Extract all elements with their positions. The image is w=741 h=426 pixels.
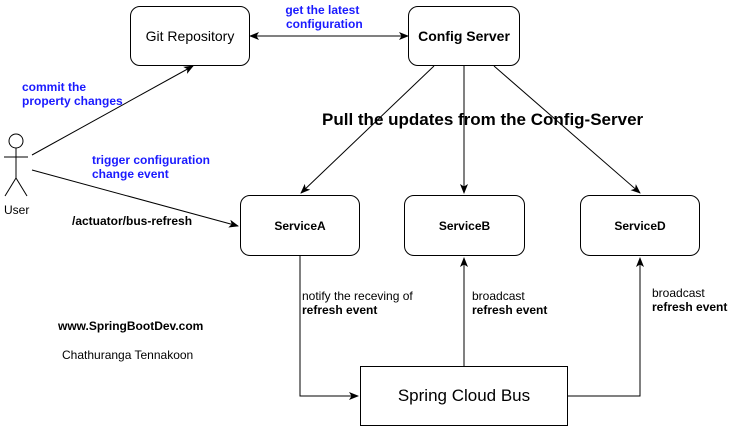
website-label: www.SpringBootDev.com	[58, 319, 204, 333]
get-latest-config-line-2: configuration	[286, 17, 363, 31]
broadcast-d-line-2: refresh event	[652, 300, 728, 314]
git-repository-node: Git Repository	[130, 6, 250, 66]
config-to-serviced-arrow	[493, 65, 641, 194]
author-label: Chathuranga Tennakoon	[62, 348, 194, 362]
broadcast-b-line-2: refresh event	[472, 303, 548, 317]
service-b-label: ServiceB	[438, 218, 491, 233]
spring-cloud-bus-label: Spring Cloud Bus	[397, 386, 531, 405]
service-d-label: ServiceD	[614, 218, 666, 233]
notify-receiving-line-1: notify the receving of	[302, 289, 413, 303]
service-b-node: ServiceB	[404, 195, 525, 256]
user-label: User	[4, 203, 30, 217]
commit-changes-label: commit the property changes	[22, 80, 123, 108]
trigger-event-label: trigger configuration change event	[92, 153, 210, 181]
user-to-git-arrow	[31, 65, 194, 156]
user-actor-icon	[4, 133, 28, 197]
user-to-servicea-arrow	[31, 169, 239, 228]
commit-changes-line-1: commit the	[22, 80, 87, 94]
config-server-node: Config Server	[408, 6, 520, 66]
notify-receiving-line-2: refresh event	[302, 303, 378, 317]
broadcast-b-line-1: broadcast	[472, 289, 525, 303]
commit-changes-line-2: property changes	[22, 94, 123, 108]
get-latest-config-line-1: get the latest	[285, 3, 360, 17]
pull-updates-heading: Pull the updates from the Config-Server	[322, 110, 644, 129]
actuator-endpoint-label: /actuator/bus-refresh	[72, 214, 193, 228]
service-a-label: ServiceA	[274, 218, 326, 233]
broadcast-d-label: broadcast refresh event	[652, 286, 727, 314]
broadcast-b-label: broadcast refresh event	[472, 289, 547, 317]
notify-receiving-label: notify the receving of refresh event	[302, 289, 413, 317]
bus-to-serviced-arrow	[568, 257, 644, 397]
broadcast-d-line-1: broadcast	[652, 286, 705, 300]
config-server-label: Config Server	[418, 28, 510, 44]
config-to-servicea-arrow	[300, 65, 435, 194]
get-latest-config-label: get the latest configuration	[282, 3, 363, 31]
trigger-event-line-1: trigger configuration	[92, 153, 210, 167]
service-d-node: ServiceD	[580, 195, 700, 256]
servicea-to-bus-arrow	[299, 256, 359, 400]
git-repository-label: Git Repository	[145, 28, 235, 44]
spring-cloud-bus-node: Spring Cloud Bus	[360, 366, 568, 426]
trigger-event-line-2: change event	[92, 167, 169, 181]
service-a-node: ServiceA	[240, 195, 360, 256]
